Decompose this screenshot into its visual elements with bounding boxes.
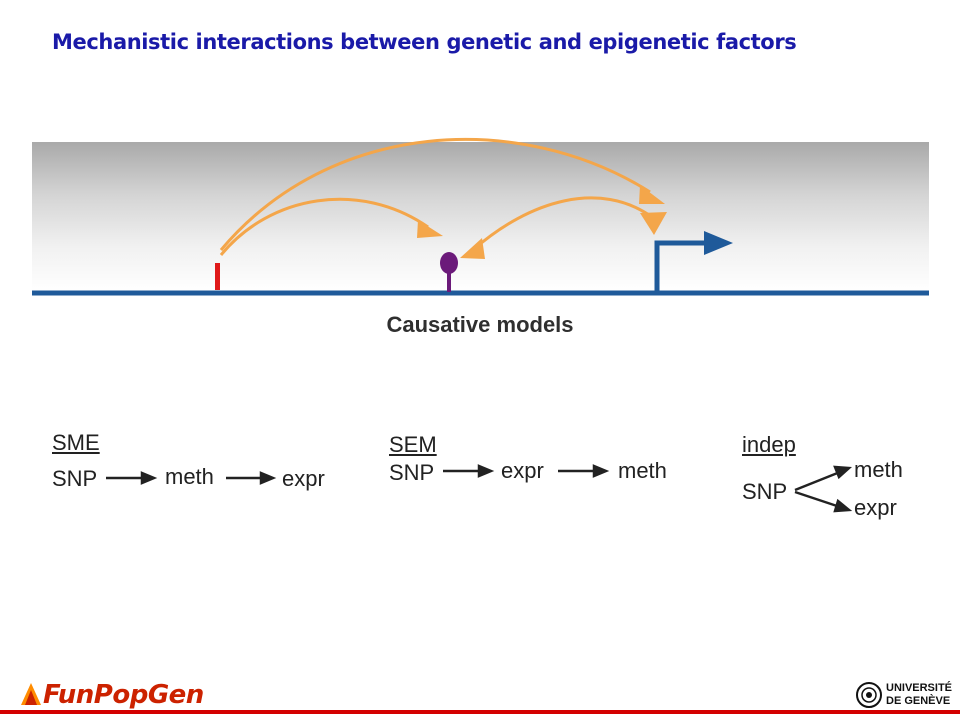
funpopgen-mountain-icon (21, 683, 41, 705)
sem-expr: expr (501, 458, 544, 483)
unige-line2: DE GENÈVE (886, 695, 951, 707)
methylation-lollipop-icon (440, 252, 458, 292)
arrowhead-expr-2 (640, 212, 667, 235)
diagram-panel (32, 142, 929, 292)
slide-title: Mechanistic interactions between genetic… (52, 30, 797, 54)
causal-arrows (219, 138, 653, 256)
sme-meth: meth (165, 464, 214, 489)
arrowheads (417, 185, 667, 259)
sem-snp: SNP (389, 460, 435, 485)
sme-snp: SNP (52, 466, 98, 491)
snp-marker-icon (215, 263, 220, 290)
funpopgen-logo: FunPopGen (20, 680, 204, 710)
unige-text: UNIVERSITÉ DE GENÈVE (886, 682, 952, 708)
causative-models-label: Causative models (386, 312, 574, 337)
model-name-indep: indep (742, 432, 796, 457)
arc-snp-to-meth (219, 197, 429, 256)
model-name-sem: SEM (389, 432, 437, 457)
model-sem: SEM SNP expr meth (389, 432, 689, 502)
indep-snp: SNP (742, 479, 788, 504)
model-sme: SME SNP meth expr (52, 430, 352, 500)
model-indep: indep SNP meth expr (742, 432, 942, 522)
unige-seal-icon (856, 682, 882, 708)
arc-expr-to-meth (472, 196, 653, 252)
arrowhead-meth-1 (417, 220, 443, 238)
arrowhead-expr-1 (639, 185, 665, 204)
arc-snp-to-expr (219, 138, 651, 251)
unige-logo: UNIVERSITÉ DE GENÈVE (856, 680, 956, 710)
promoter-arrow-icon (654, 231, 733, 293)
indep-expr: expr (854, 495, 897, 520)
indep-meth: meth (854, 457, 903, 482)
unige-line1: UNIVERSITÉ (886, 682, 953, 694)
sem-meth: meth (618, 458, 667, 483)
footer-rule (0, 710, 960, 714)
model-arrows (106, 464, 853, 513)
sme-expr: expr (282, 466, 325, 491)
model-name-sme: SME (52, 430, 100, 455)
arrowhead-meth-2 (460, 238, 485, 259)
funpopgen-logo-text: FunPopGen (43, 680, 204, 710)
